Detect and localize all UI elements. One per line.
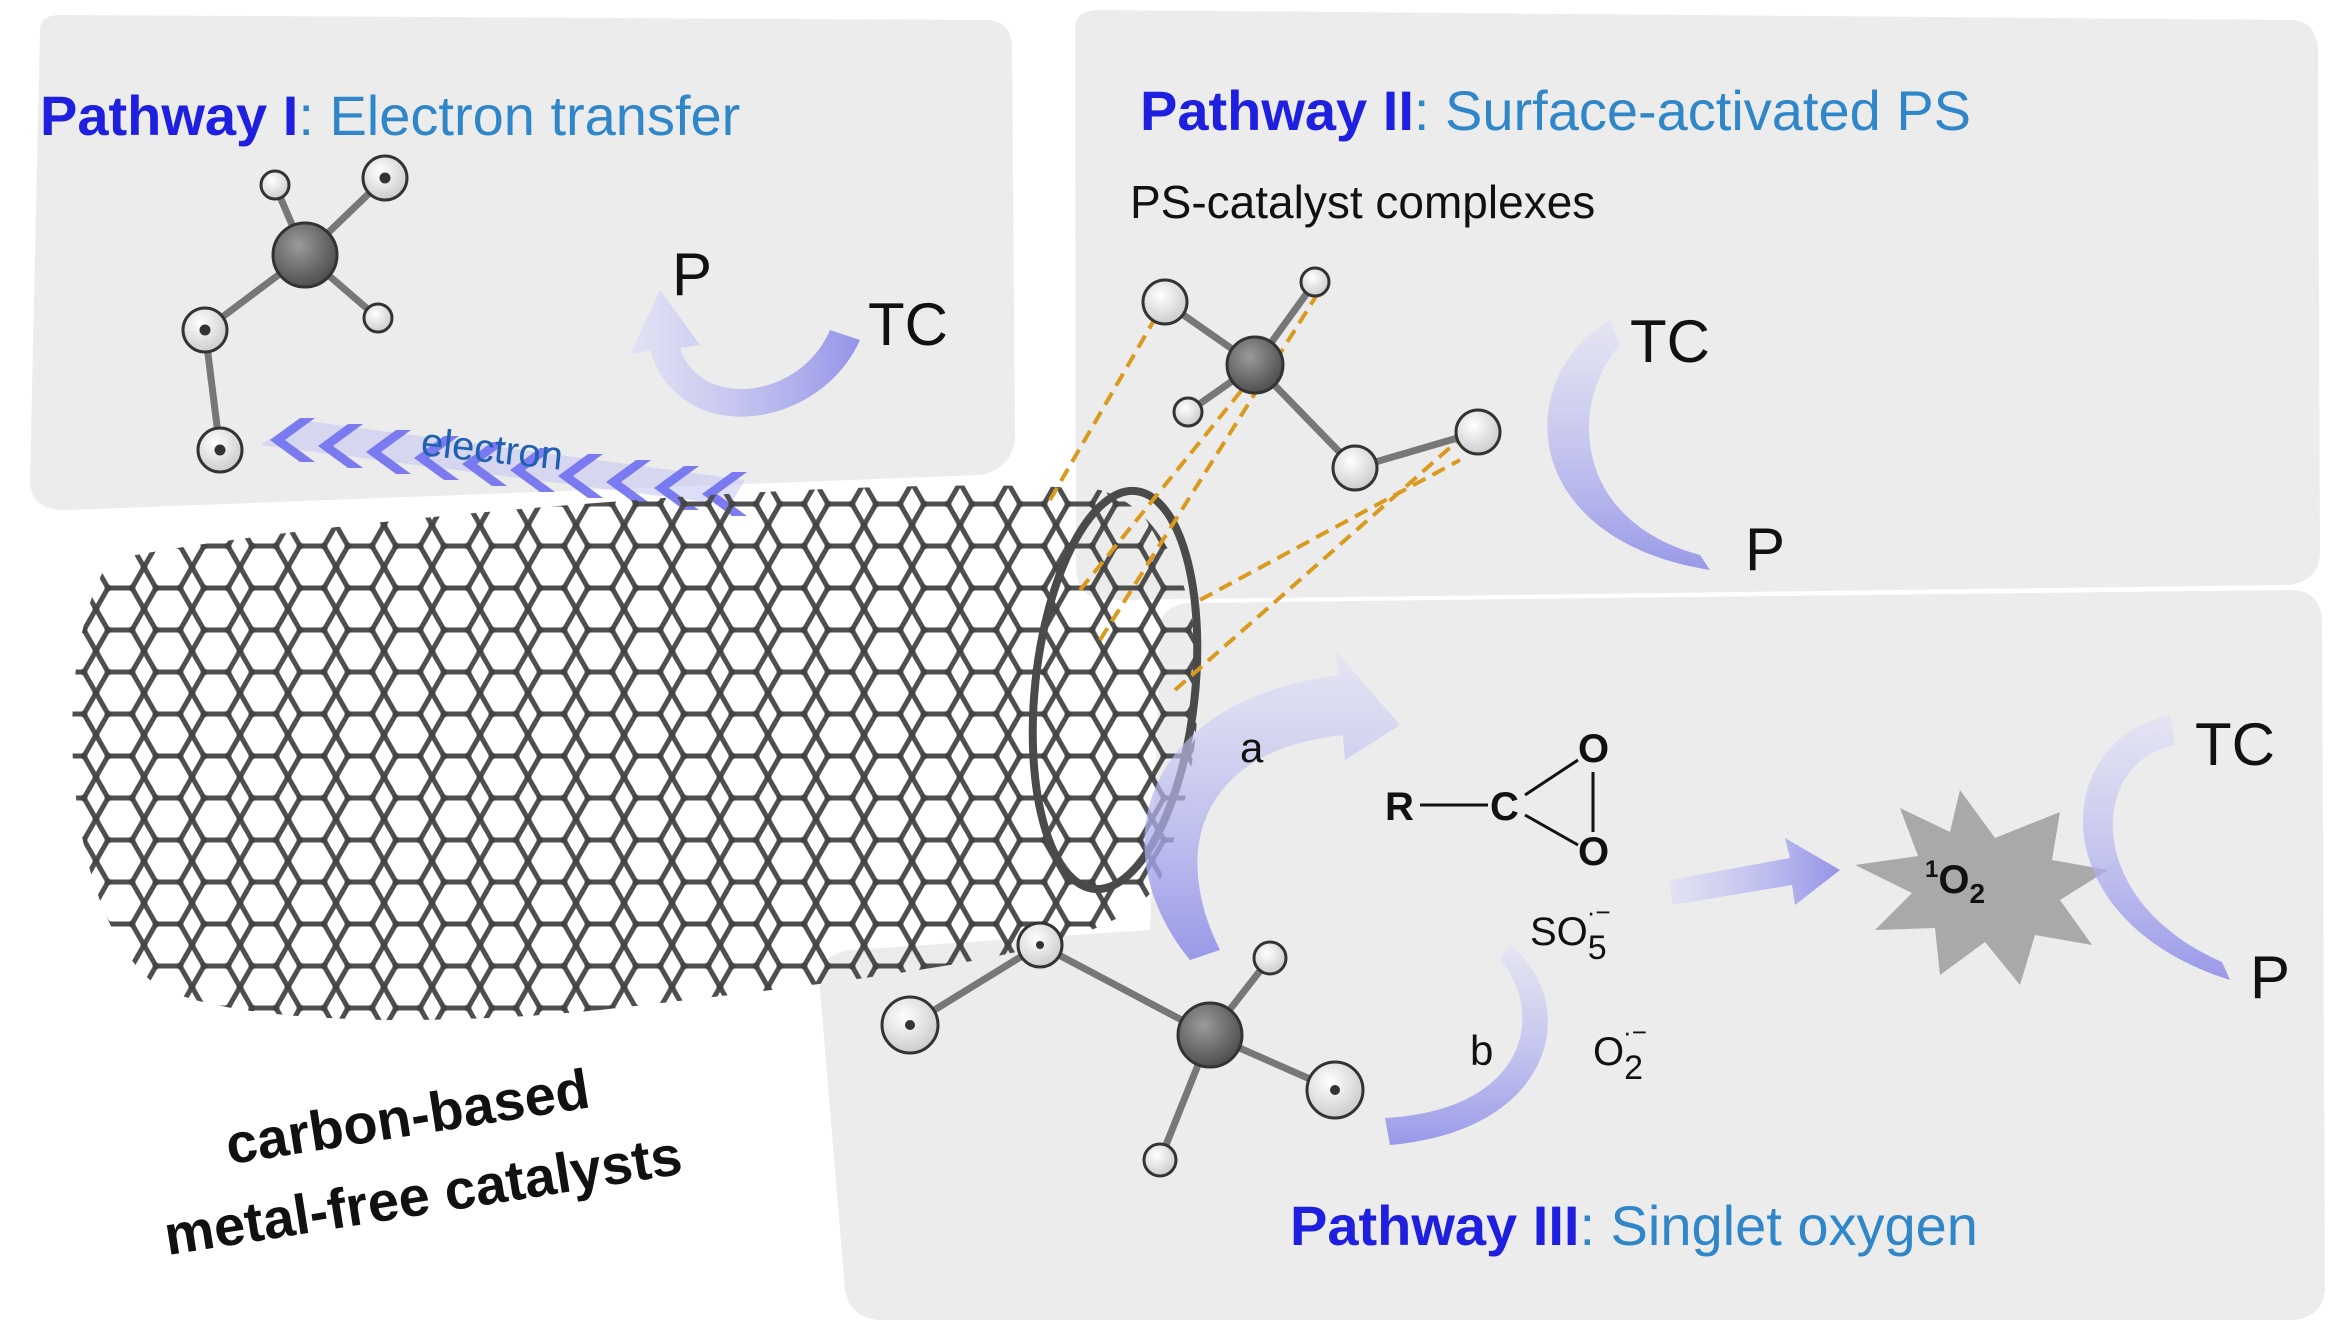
pathway2-title: Pathway II: Surface-activated PS xyxy=(1140,79,1971,142)
curved-arrow-icon xyxy=(1144,650,1400,960)
pathway3-sep: : xyxy=(1579,1194,1595,1257)
curved-arrow-icon xyxy=(630,290,860,417)
pathway2-sep: : xyxy=(1414,79,1430,142)
pathway1-label-p: P xyxy=(672,241,712,308)
electron-chevron xyxy=(318,424,363,468)
so5-sup: ·− xyxy=(1587,897,1611,927)
pathway1-label-tc: TC xyxy=(868,291,948,358)
pathway3-keyword: Pathway III xyxy=(1290,1194,1579,1257)
so5-sub: 5 xyxy=(1588,929,1607,967)
panel-pathway-2 xyxy=(1075,10,2320,600)
so5-radical-label: SO5·− xyxy=(1530,897,1611,967)
pathway2-desc: Surface-activated PS xyxy=(1429,79,1971,142)
pathway2-keyword: Pathway II xyxy=(1140,79,1414,142)
dioxirane-structure: R C O O xyxy=(1385,727,1609,874)
pathway3-desc: Singlet oxygen xyxy=(1595,1194,1978,1257)
pathway3-label-p: P xyxy=(2250,944,2290,1011)
pathway1-keyword: Pathway I xyxy=(40,84,298,147)
pathway3-label-b: b xyxy=(1470,1027,1493,1074)
electron-chevron xyxy=(366,430,411,474)
singlet-base: O xyxy=(1938,858,1969,902)
carbon-label: C xyxy=(1490,785,1519,829)
electron-chevron xyxy=(414,436,459,480)
catalyst-label: carbon-based metal-free catalysts xyxy=(160,1057,686,1267)
curved-arrow-icon xyxy=(1547,320,1710,570)
complex-dash-lines xyxy=(1048,288,1472,692)
persulfate-molecule-icon xyxy=(1141,266,1502,492)
pathway1-desc: Electron transfer xyxy=(314,84,740,147)
singlet-sup: 1 xyxy=(1925,856,1938,883)
so5-base: SO xyxy=(1530,910,1588,954)
singlet-oxygen-label: 1O2 xyxy=(1925,856,1985,909)
o2-base: O xyxy=(1593,1030,1624,1074)
electron-chevron xyxy=(510,448,555,492)
o2-radical-label: O2·− xyxy=(1593,1017,1647,1087)
electron-chevron xyxy=(606,460,651,504)
carbon-nanotube-icon xyxy=(72,485,1202,1020)
o2-sub: 2 xyxy=(1624,1049,1643,1087)
persulfate-molecule-icon xyxy=(880,921,1365,1178)
singlet-sub: 2 xyxy=(1969,878,1985,909)
o2-sup: ·− xyxy=(1623,1017,1647,1047)
pathway3-label-tc: TC xyxy=(2195,711,2275,778)
electron-chevron xyxy=(462,442,507,486)
r-group-label: R xyxy=(1385,785,1414,829)
pathway2-label-tc: TC xyxy=(1630,308,1710,375)
oxygen-bottom-label: O xyxy=(1578,830,1609,874)
pathway1-title: Pathway I: Electron transfer xyxy=(40,84,740,147)
electron-chevron xyxy=(270,418,315,462)
curved-arrow-icon xyxy=(1385,945,1548,1145)
singlet-oxygen-burst-icon xyxy=(1855,790,2108,985)
oxygen-top-label: O xyxy=(1578,727,1609,771)
straight-arrow xyxy=(1670,838,1840,905)
curved-arrow-icon xyxy=(2082,715,2230,980)
pathway2-label-p: P xyxy=(1745,516,1785,583)
electron-arrow xyxy=(260,418,747,516)
pathway3-label-a: a xyxy=(1240,724,1264,771)
pathway2-subtitle: PS-catalyst complexes xyxy=(1130,176,1595,228)
pathway1-sep: : xyxy=(298,84,314,147)
pathway3-title: Pathway III: Singlet oxygen xyxy=(1290,1194,1978,1257)
electron-chevron xyxy=(558,454,603,498)
persulfate-molecule-icon xyxy=(181,154,409,474)
